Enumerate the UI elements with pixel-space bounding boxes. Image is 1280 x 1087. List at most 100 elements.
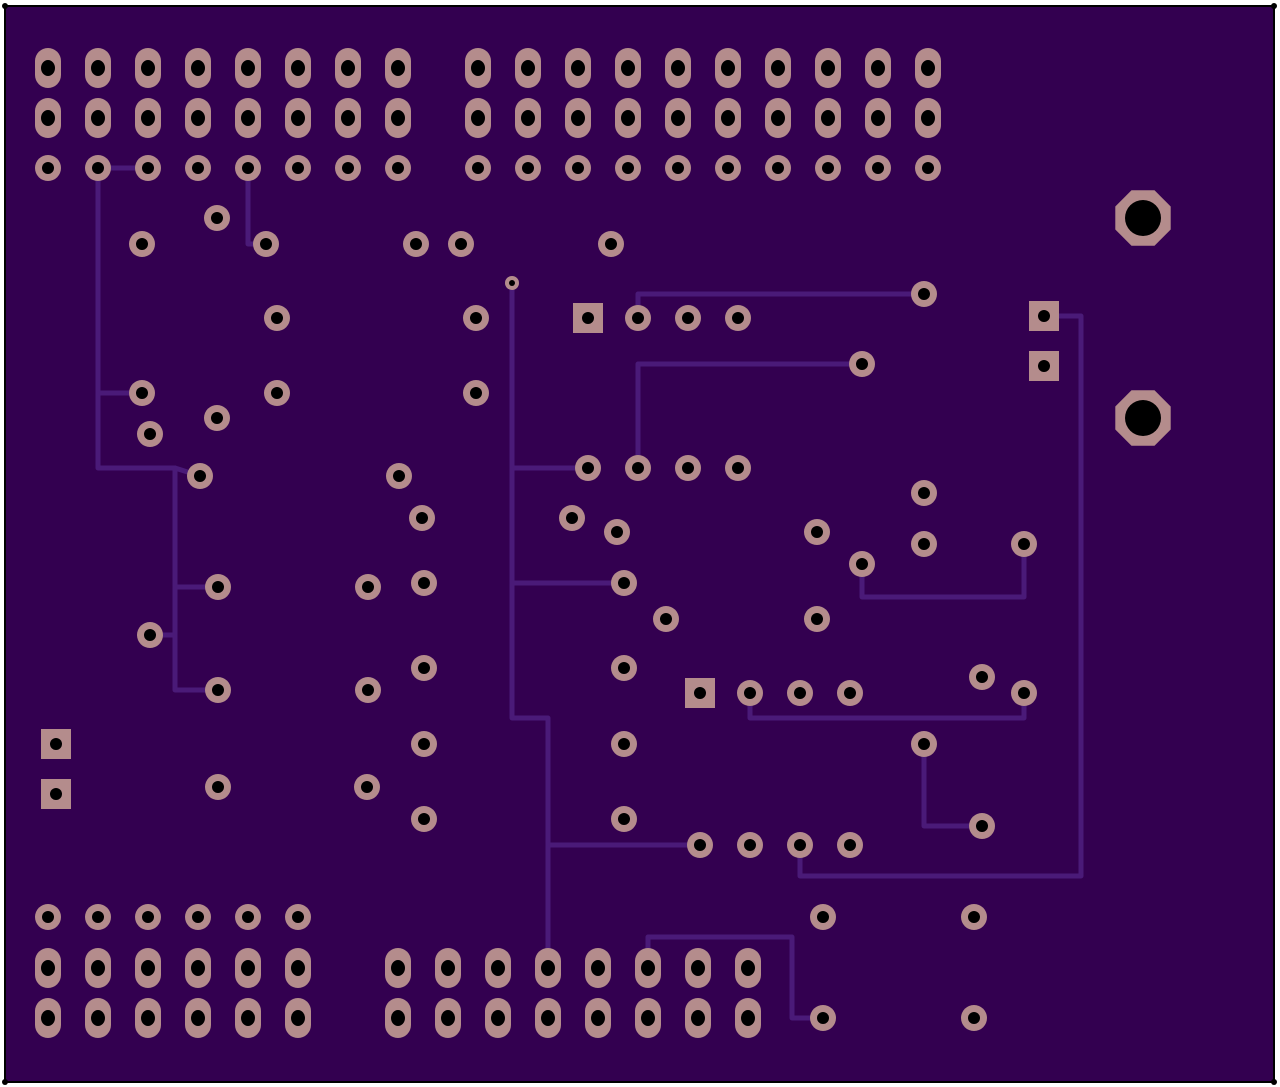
round-pad [604, 519, 630, 545]
round-pad [559, 505, 585, 531]
square-pad [41, 729, 71, 759]
oval-pad [665, 48, 691, 88]
round-pad [865, 155, 891, 181]
round-pad [354, 774, 380, 800]
round-pad [137, 622, 163, 648]
oval-pad [535, 948, 561, 988]
square-pad [573, 303, 603, 333]
round-pad [85, 904, 111, 930]
corner-marker [1271, 3, 1277, 9]
oval-pad [235, 998, 261, 1038]
round-pad [810, 904, 836, 930]
round-pad [725, 305, 751, 331]
round-pad [849, 351, 875, 377]
round-pad [355, 574, 381, 600]
oval-pad [685, 998, 711, 1038]
oval-pad [765, 98, 791, 138]
oval-pad [285, 98, 311, 138]
round-pad [403, 231, 429, 257]
oval-pad [435, 998, 461, 1038]
oval-pad [915, 48, 941, 88]
square-pad [1029, 351, 1059, 381]
round-pad [611, 570, 637, 596]
oval-pad [235, 48, 261, 88]
square-pad [41, 779, 71, 809]
oval-pad [685, 948, 711, 988]
round-pad [129, 380, 155, 406]
round-pad [335, 155, 361, 181]
oval-pad [335, 98, 361, 138]
oval-pad [185, 998, 211, 1038]
trace [635, 361, 865, 471]
oval-pad [465, 98, 491, 138]
oval-pad [385, 98, 411, 138]
round-pad [810, 1005, 836, 1031]
oval-pad [915, 98, 941, 138]
oval-pad [535, 998, 561, 1038]
round-pad [665, 155, 691, 181]
square-pad [1029, 301, 1059, 331]
oval-pad [815, 98, 841, 138]
round-pad [205, 774, 231, 800]
round-pad [598, 231, 624, 257]
oval-pad [35, 998, 61, 1038]
round-pad [611, 655, 637, 681]
component-pads [2, 3, 1277, 1085]
round-pad [411, 570, 437, 596]
oval-pad [435, 948, 461, 988]
round-pad [204, 205, 230, 231]
round-pad [653, 606, 679, 632]
oval-pad [185, 48, 211, 88]
corner-marker [2, 1079, 8, 1085]
round-pad [625, 305, 651, 331]
round-pad [849, 551, 875, 577]
oval-pad [235, 98, 261, 138]
oval-pad [765, 48, 791, 88]
round-pad [615, 155, 641, 181]
oval-pad [615, 98, 641, 138]
round-pad [675, 305, 701, 331]
round-pad [911, 731, 937, 757]
trace [859, 541, 1027, 600]
round-pad [129, 231, 155, 257]
trace [921, 741, 985, 829]
round-pad [787, 680, 813, 706]
oval-pad [35, 48, 61, 88]
oval-pad [235, 948, 261, 988]
round-pad [409, 505, 435, 531]
oval-pad [735, 998, 761, 1038]
oval-pad [515, 48, 541, 88]
round-pad [575, 455, 601, 481]
round-pad [135, 904, 161, 930]
round-pad [448, 231, 474, 257]
oval-pad [665, 98, 691, 138]
oval-pad [85, 948, 111, 988]
corner-marker [2, 3, 8, 9]
round-pad [187, 463, 213, 489]
oval-pad [385, 998, 411, 1038]
round-pad [135, 155, 161, 181]
round-pad [961, 1005, 987, 1031]
round-pad [465, 155, 491, 181]
round-pad [411, 655, 437, 681]
round-pad [815, 155, 841, 181]
round-pad [675, 455, 701, 481]
oval-pad [485, 948, 511, 988]
oval-pad [815, 48, 841, 88]
oval-pad [465, 48, 491, 88]
round-pad [1011, 531, 1037, 557]
oval-pad [285, 998, 311, 1038]
oval-pad [185, 948, 211, 988]
round-pad [205, 677, 231, 703]
round-pad [411, 731, 437, 757]
oval-pad [85, 48, 111, 88]
oval-pad [615, 48, 641, 88]
round-pad [625, 455, 651, 481]
oval-pad [865, 48, 891, 88]
round-pad [264, 305, 290, 331]
round-pad [565, 155, 591, 181]
round-pad [725, 455, 751, 481]
round-pad [515, 155, 541, 181]
oval-pad [335, 48, 361, 88]
board-substrate [4, 5, 1275, 1083]
